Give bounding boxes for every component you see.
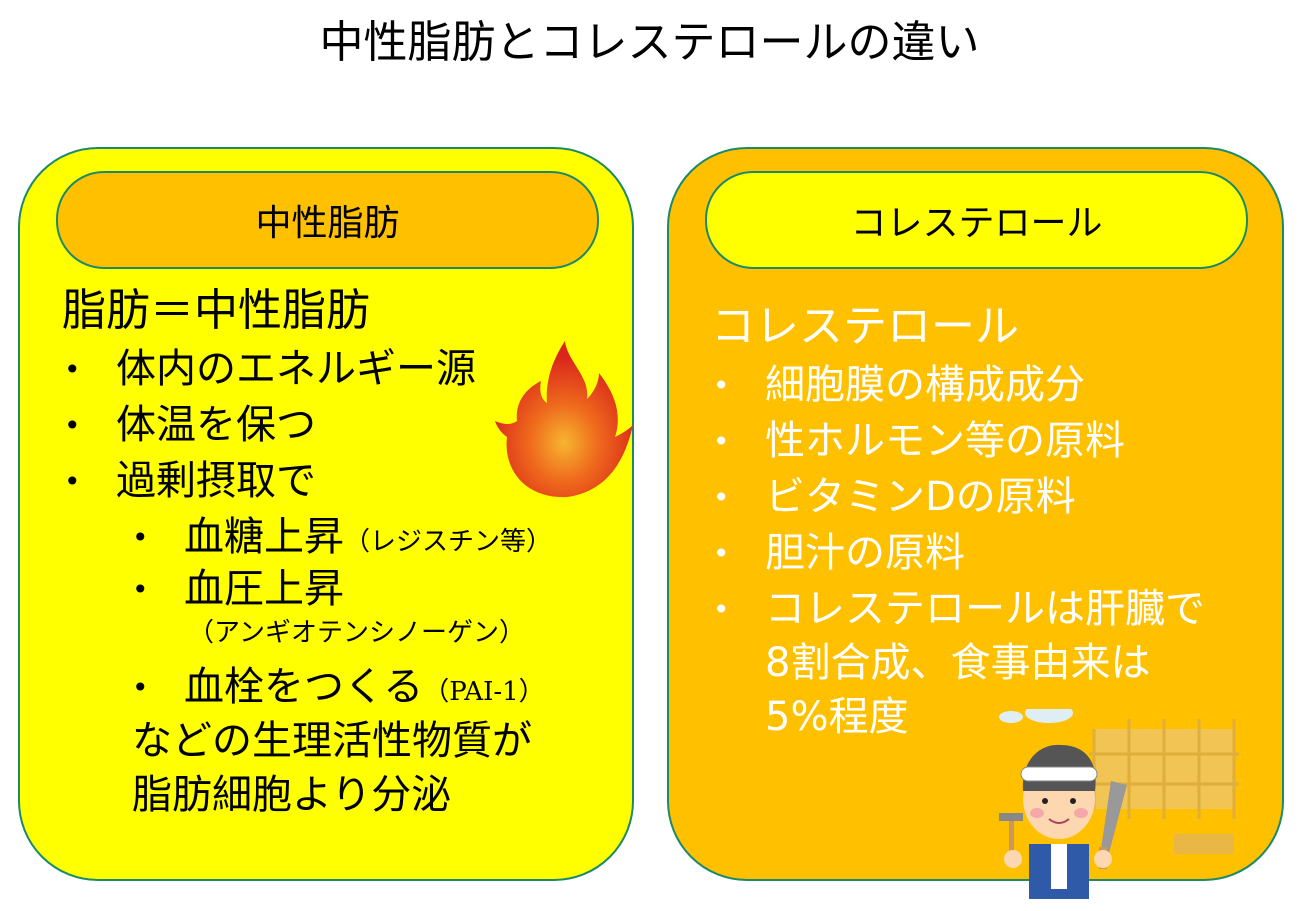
cholesterol-panel: コレステロール コレステロール • 細胞膜の構成成分 • 性ホルモン等の原料 •… bbox=[667, 147, 1284, 899]
bullet-item: コレステロールは肝臓で bbox=[765, 586, 1205, 632]
bullet-item: ビタミンDの原料 bbox=[765, 474, 1076, 520]
continuation-line: 8割合成、食事由来は bbox=[765, 640, 1151, 686]
triglyceride-heading: 脂肪＝中性脂肪 bbox=[62, 285, 370, 336]
bullet-item: 細胞膜の構成成分 bbox=[765, 362, 1085, 408]
carpenter-illustration bbox=[999, 709, 1239, 899]
page-title: 中性脂肪とコレステロールの違い bbox=[319, 17, 980, 68]
sub-bullet-item: 血圧上昇 bbox=[184, 566, 344, 612]
bullet-dot: • bbox=[64, 465, 81, 498]
sub-bullet-item: 血糖上昇（レジスチン等） bbox=[184, 513, 552, 566]
continuation-line: 5%程度 bbox=[765, 694, 909, 740]
bullet-dot: • bbox=[64, 353, 81, 386]
bullet-item: 体温を保つ bbox=[116, 402, 316, 448]
bullet-item: 性ホルモン等の原料 bbox=[765, 418, 1125, 464]
triglyceride-panel: 中性脂肪 脂肪＝中性脂肪 • 体内のエネルギー源 • 体温を保つ • 過剰摂取で… bbox=[18, 147, 634, 881]
footer-line: 脂肪細胞より分泌 bbox=[132, 772, 452, 818]
sub-bullet-dot: • bbox=[132, 573, 149, 606]
bullet-dot: • bbox=[713, 369, 730, 402]
sub-bullet-item: 血栓をつくる（PAI-1） bbox=[184, 663, 545, 716]
bullet-dot: • bbox=[713, 481, 730, 514]
bullet-dot: • bbox=[713, 425, 730, 458]
sub-bullet-note: （PAI-1） bbox=[423, 677, 545, 707]
sub-bullet-main: 血糖上昇 bbox=[184, 514, 344, 560]
cholesterol-heading: コレステロール bbox=[711, 301, 1019, 352]
cholesterol-header-label: コレステロール bbox=[850, 203, 1103, 244]
triglyceride-header-label: 中性脂肪 bbox=[255, 203, 400, 244]
sub-bullet-dot: • bbox=[132, 521, 149, 554]
triglyceride-header: 中性脂肪 bbox=[56, 171, 599, 269]
footer-line: などの生理活性物質が bbox=[132, 718, 532, 764]
cholesterol-header: コレステロール bbox=[705, 171, 1248, 269]
bullet-item: 胆汁の原料 bbox=[765, 530, 965, 576]
sub-bullet-main: 血栓をつくる bbox=[184, 664, 424, 710]
bullet-dot: • bbox=[713, 593, 730, 626]
bullet-dot: • bbox=[713, 537, 730, 570]
bullet-item: 過剰摂取で bbox=[116, 458, 316, 504]
sub-bullet-note: （アンギオテンシノーゲン） bbox=[188, 618, 525, 648]
bullet-dot: • bbox=[64, 409, 81, 442]
sub-bullet-dot: • bbox=[132, 671, 149, 704]
bullet-item: 体内のエネルギー源 bbox=[116, 346, 476, 392]
flame-icon bbox=[495, 341, 633, 498]
sub-bullet-note: （レジスチン等） bbox=[344, 527, 553, 557]
